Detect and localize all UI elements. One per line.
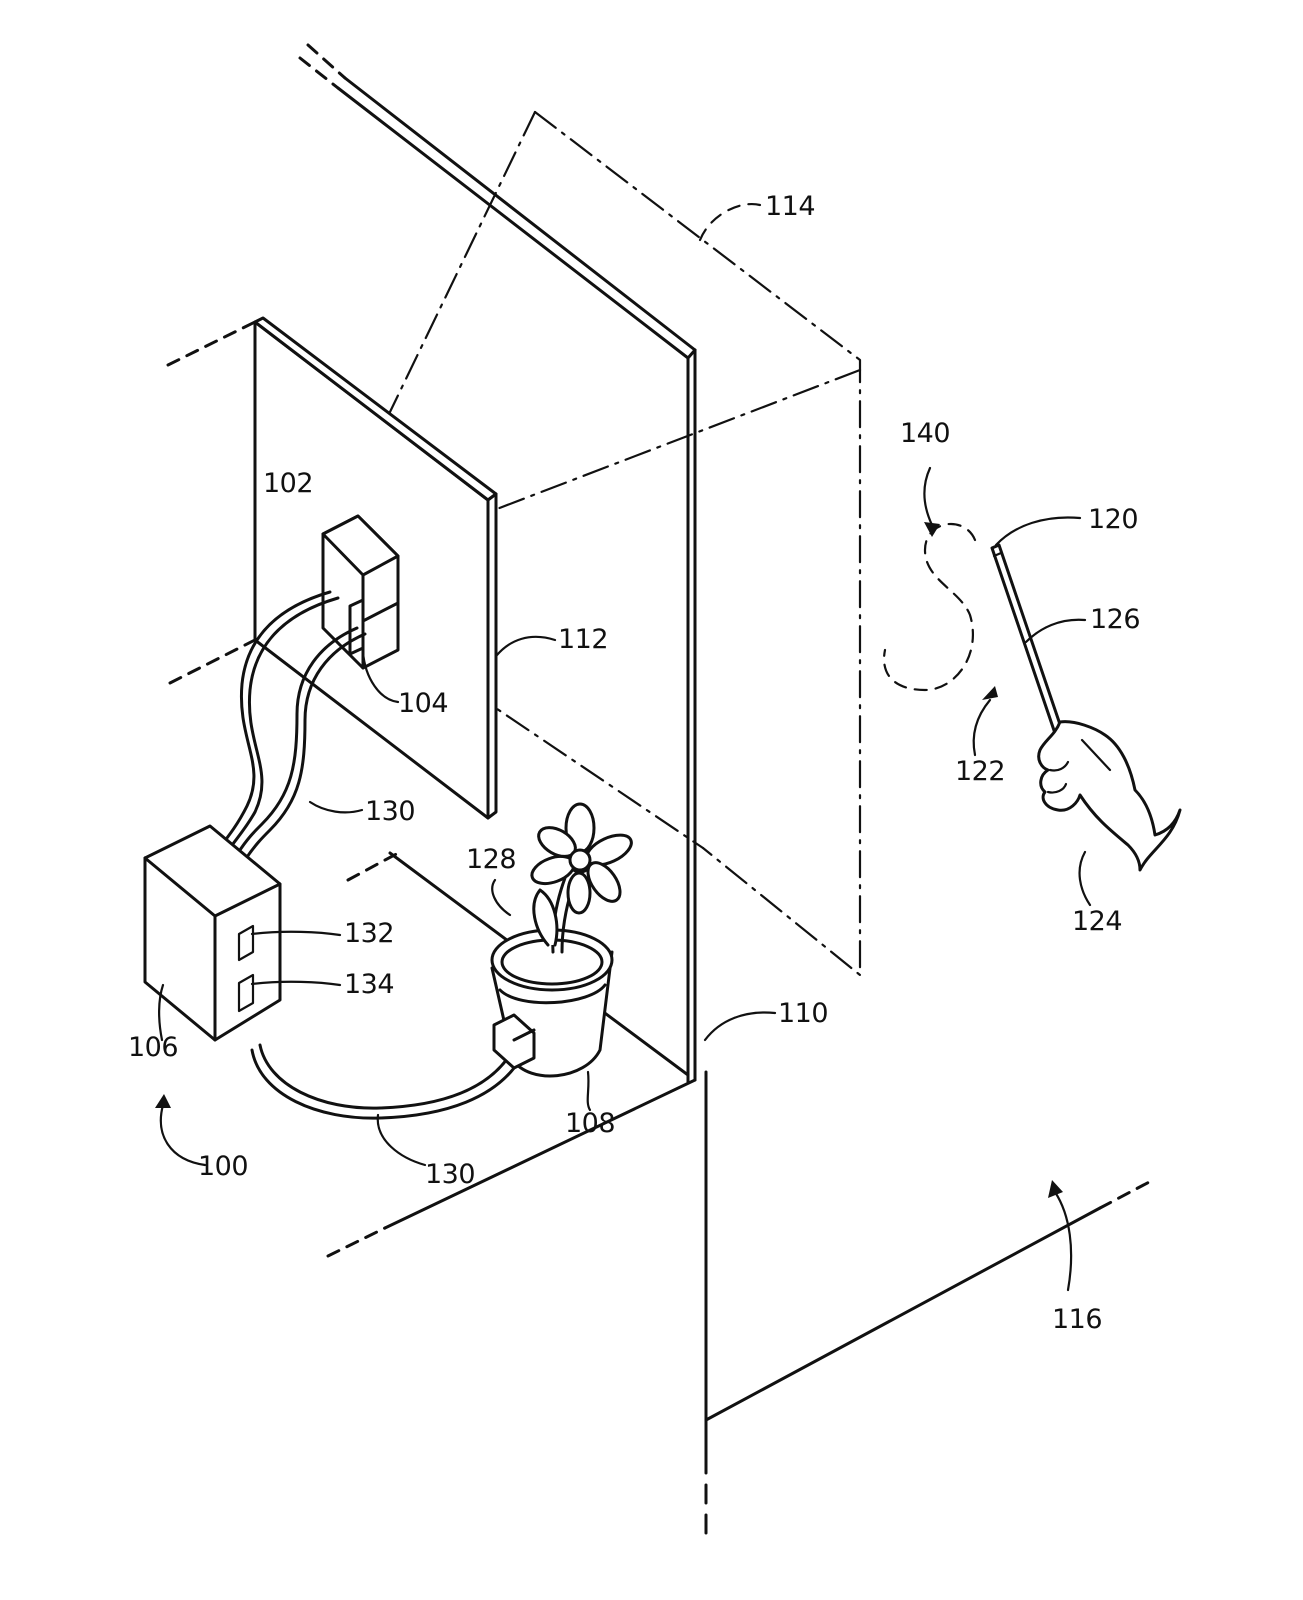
hand-124 — [1037, 720, 1182, 872]
label-106: 106 — [128, 1032, 178, 1063]
label-140: 140 — [900, 418, 950, 449]
port-134 — [237, 973, 255, 1013]
gesture-shape-140 — [882, 522, 977, 692]
label-126: 126 — [1090, 604, 1140, 635]
label-120: 120 — [1088, 504, 1138, 535]
label-128: 128 — [466, 844, 516, 875]
floor-outline — [326, 851, 1155, 1422]
label-134: 134 — [344, 969, 394, 1000]
label-132: 132 — [344, 918, 394, 949]
label-112: 112 — [558, 624, 608, 655]
label-110: 110 — [778, 998, 828, 1029]
wall-110 — [298, 43, 708, 1547]
label-108: 108 — [565, 1108, 615, 1139]
port-132 — [237, 924, 255, 962]
plant-128 — [530, 802, 633, 954]
wand-126 — [990, 543, 1069, 750]
label-116: 116 — [1052, 1304, 1102, 1335]
controller-106 — [143, 824, 282, 1042]
label-130-lower: 130 — [425, 1159, 475, 1190]
leader-lines — [155, 202, 1092, 1292]
label-100: 100 — [198, 1151, 248, 1182]
label-122: 122 — [955, 756, 1005, 787]
label-124: 124 — [1072, 906, 1122, 937]
label-104: 104 — [398, 688, 448, 719]
label-102: 102 — [263, 468, 313, 499]
cables-130 — [215, 590, 523, 1120]
reference-labels: 114 140 102 120 126 112 104 122 130 128 … — [128, 191, 1141, 1335]
label-114: 114 — [765, 191, 815, 222]
label-130-upper: 130 — [365, 796, 415, 827]
